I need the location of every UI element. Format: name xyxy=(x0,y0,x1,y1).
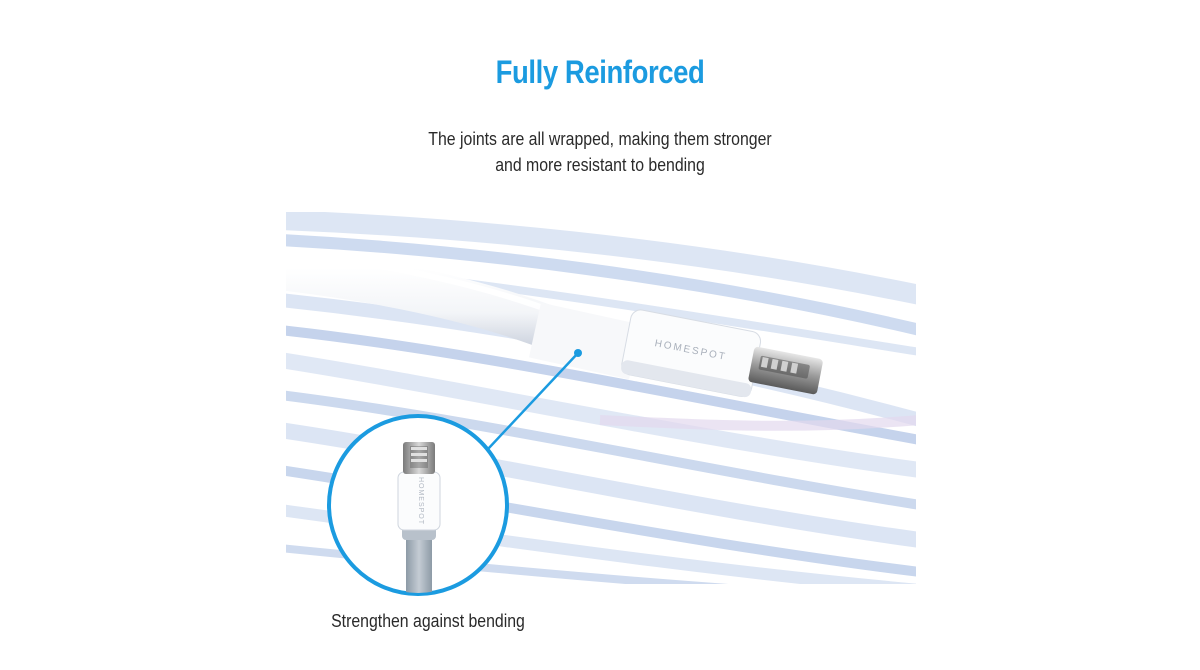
page-title: Fully Reinforced xyxy=(495,54,705,90)
description-line-1: The joints are all wrapped, making them … xyxy=(428,129,772,149)
inset-circle: HOMESPOT xyxy=(327,414,509,596)
inset-caption: Strengthen against bending xyxy=(331,611,525,631)
svg-text:HOMESPOT: HOMESPOT xyxy=(417,477,424,525)
motion-streaks: HOMESPOT xyxy=(286,212,916,584)
description-line-2: and more resistant to bending xyxy=(495,155,705,175)
